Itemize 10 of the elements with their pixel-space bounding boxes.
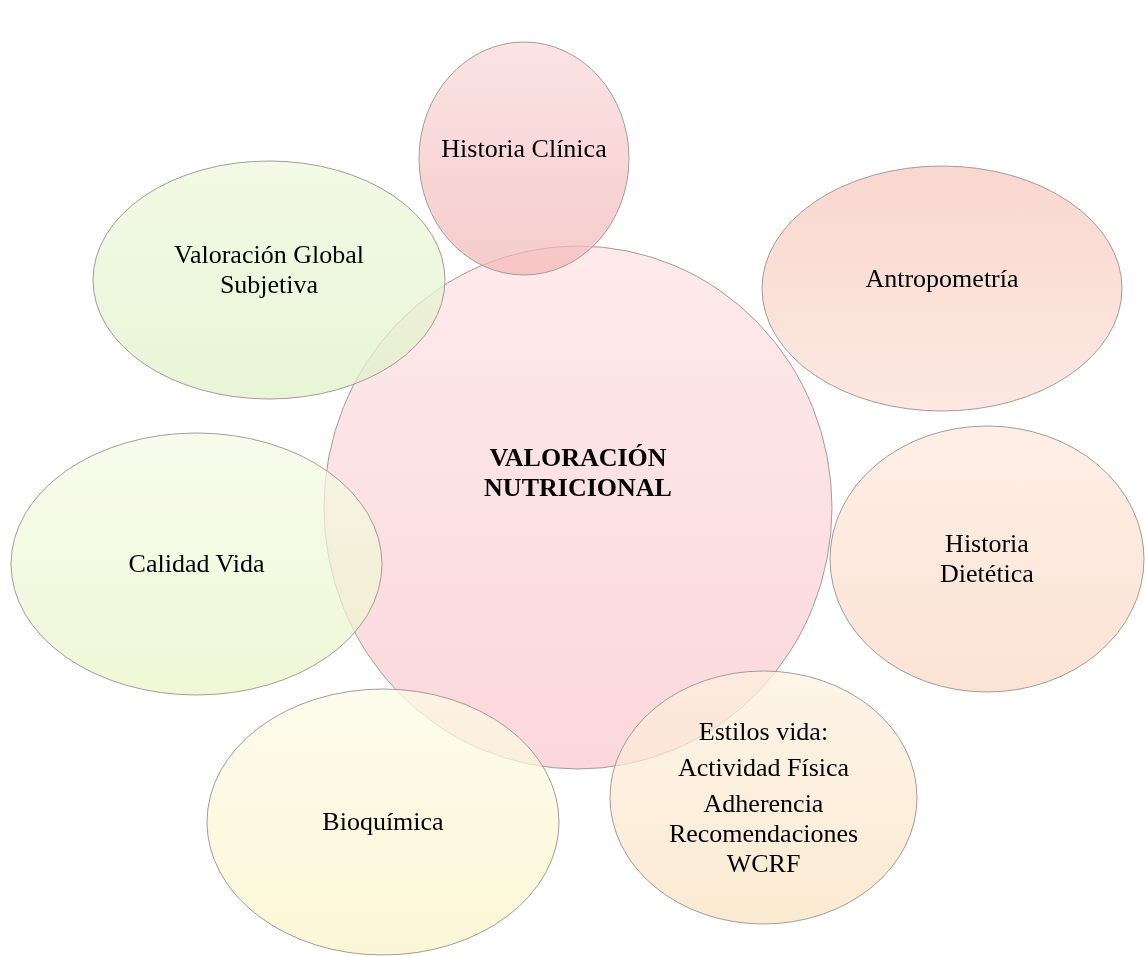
node-label: Estilos vida:	[698, 716, 829, 747]
node-label: Calidad Vida	[128, 549, 265, 579]
node-label: Actividad Física	[677, 752, 850, 783]
node-label: Antropometría	[865, 263, 1019, 294]
node-label: Valoración Global Subjetiva	[173, 240, 365, 300]
node-label: Historia Clínica	[441, 133, 607, 164]
node-label: Adherencia Recomendaciones WCRF	[667, 788, 860, 879]
node-label: Bioquímica	[322, 807, 444, 837]
center-title: VALORACIÓN NUTRICIONAL	[483, 442, 673, 503]
node-label: Historia Dietética	[939, 529, 1035, 589]
